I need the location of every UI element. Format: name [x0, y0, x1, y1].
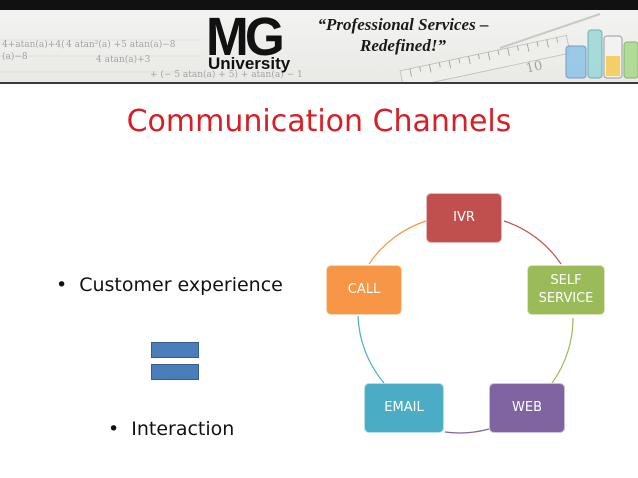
bullet-dot: •: [108, 418, 120, 440]
banner-background-art: [0, 13, 638, 84]
node-call-label: CALL: [347, 282, 381, 297]
bullet-interaction-text: Interaction: [131, 418, 235, 440]
node-email-label: EMAIL: [384, 400, 424, 415]
math-formula-5: + (− 5 atan(a) + 5) + atan(a) − 1: [150, 70, 303, 80]
tagline: “Professional Services – Redefined!”: [298, 14, 508, 56]
bullet-customer-experience: • Customer experience: [56, 274, 283, 296]
math-formula-4: 4 atan(a)+3: [96, 55, 151, 65]
equals-bar-top: [151, 342, 199, 358]
node-web-label: WEB: [512, 400, 542, 415]
logo-mg-text: MG: [206, 7, 285, 67]
arc-self-service-web: [551, 317, 574, 384]
node-self-service-label: SELF SERVICE: [538, 273, 594, 306]
slide-title: Communication Channels: [126, 104, 512, 139]
banner-top-bar: [0, 0, 638, 10]
math-formula-3: (a)−8: [2, 52, 28, 62]
math-formula-2: 4 atan²(a) +5 atan(a)−8: [66, 40, 176, 50]
node-web: WEB: [489, 383, 565, 433]
mg-university-logo: MG University: [206, 7, 298, 73]
header-banner: 4+atan(a)+4( 4 atan²(a) +5 atan(a)−8 (a)…: [0, 0, 638, 84]
bullet-dot: •: [56, 274, 68, 296]
node-email: EMAIL: [364, 383, 444, 433]
tagline-line-1: “Professional Services –: [317, 15, 489, 34]
bullet-customer-experience-text: Customer experience: [79, 274, 283, 296]
bullet-interaction: • Interaction: [108, 418, 234, 440]
flask-icon: [565, 29, 638, 79]
math-formula-1: 4+atan(a)+4(: [2, 40, 65, 50]
node-self-service: SELF SERVICE: [527, 265, 605, 315]
banner-bottom-bar: [0, 82, 638, 84]
tagline-line-2: Redefined!”: [360, 36, 446, 55]
logo-university-text: University: [208, 54, 291, 73]
arc-ivr-self-service: [503, 220, 562, 265]
node-call: CALL: [326, 265, 402, 315]
equals-bar-bottom: [151, 364, 199, 380]
arc-email-call: [357, 315, 385, 384]
arc-call-ivr: [368, 220, 427, 265]
node-ivr: IVR: [426, 193, 502, 243]
node-ivr-label: IVR: [453, 210, 475, 225]
arc-web-email: [444, 428, 490, 434]
